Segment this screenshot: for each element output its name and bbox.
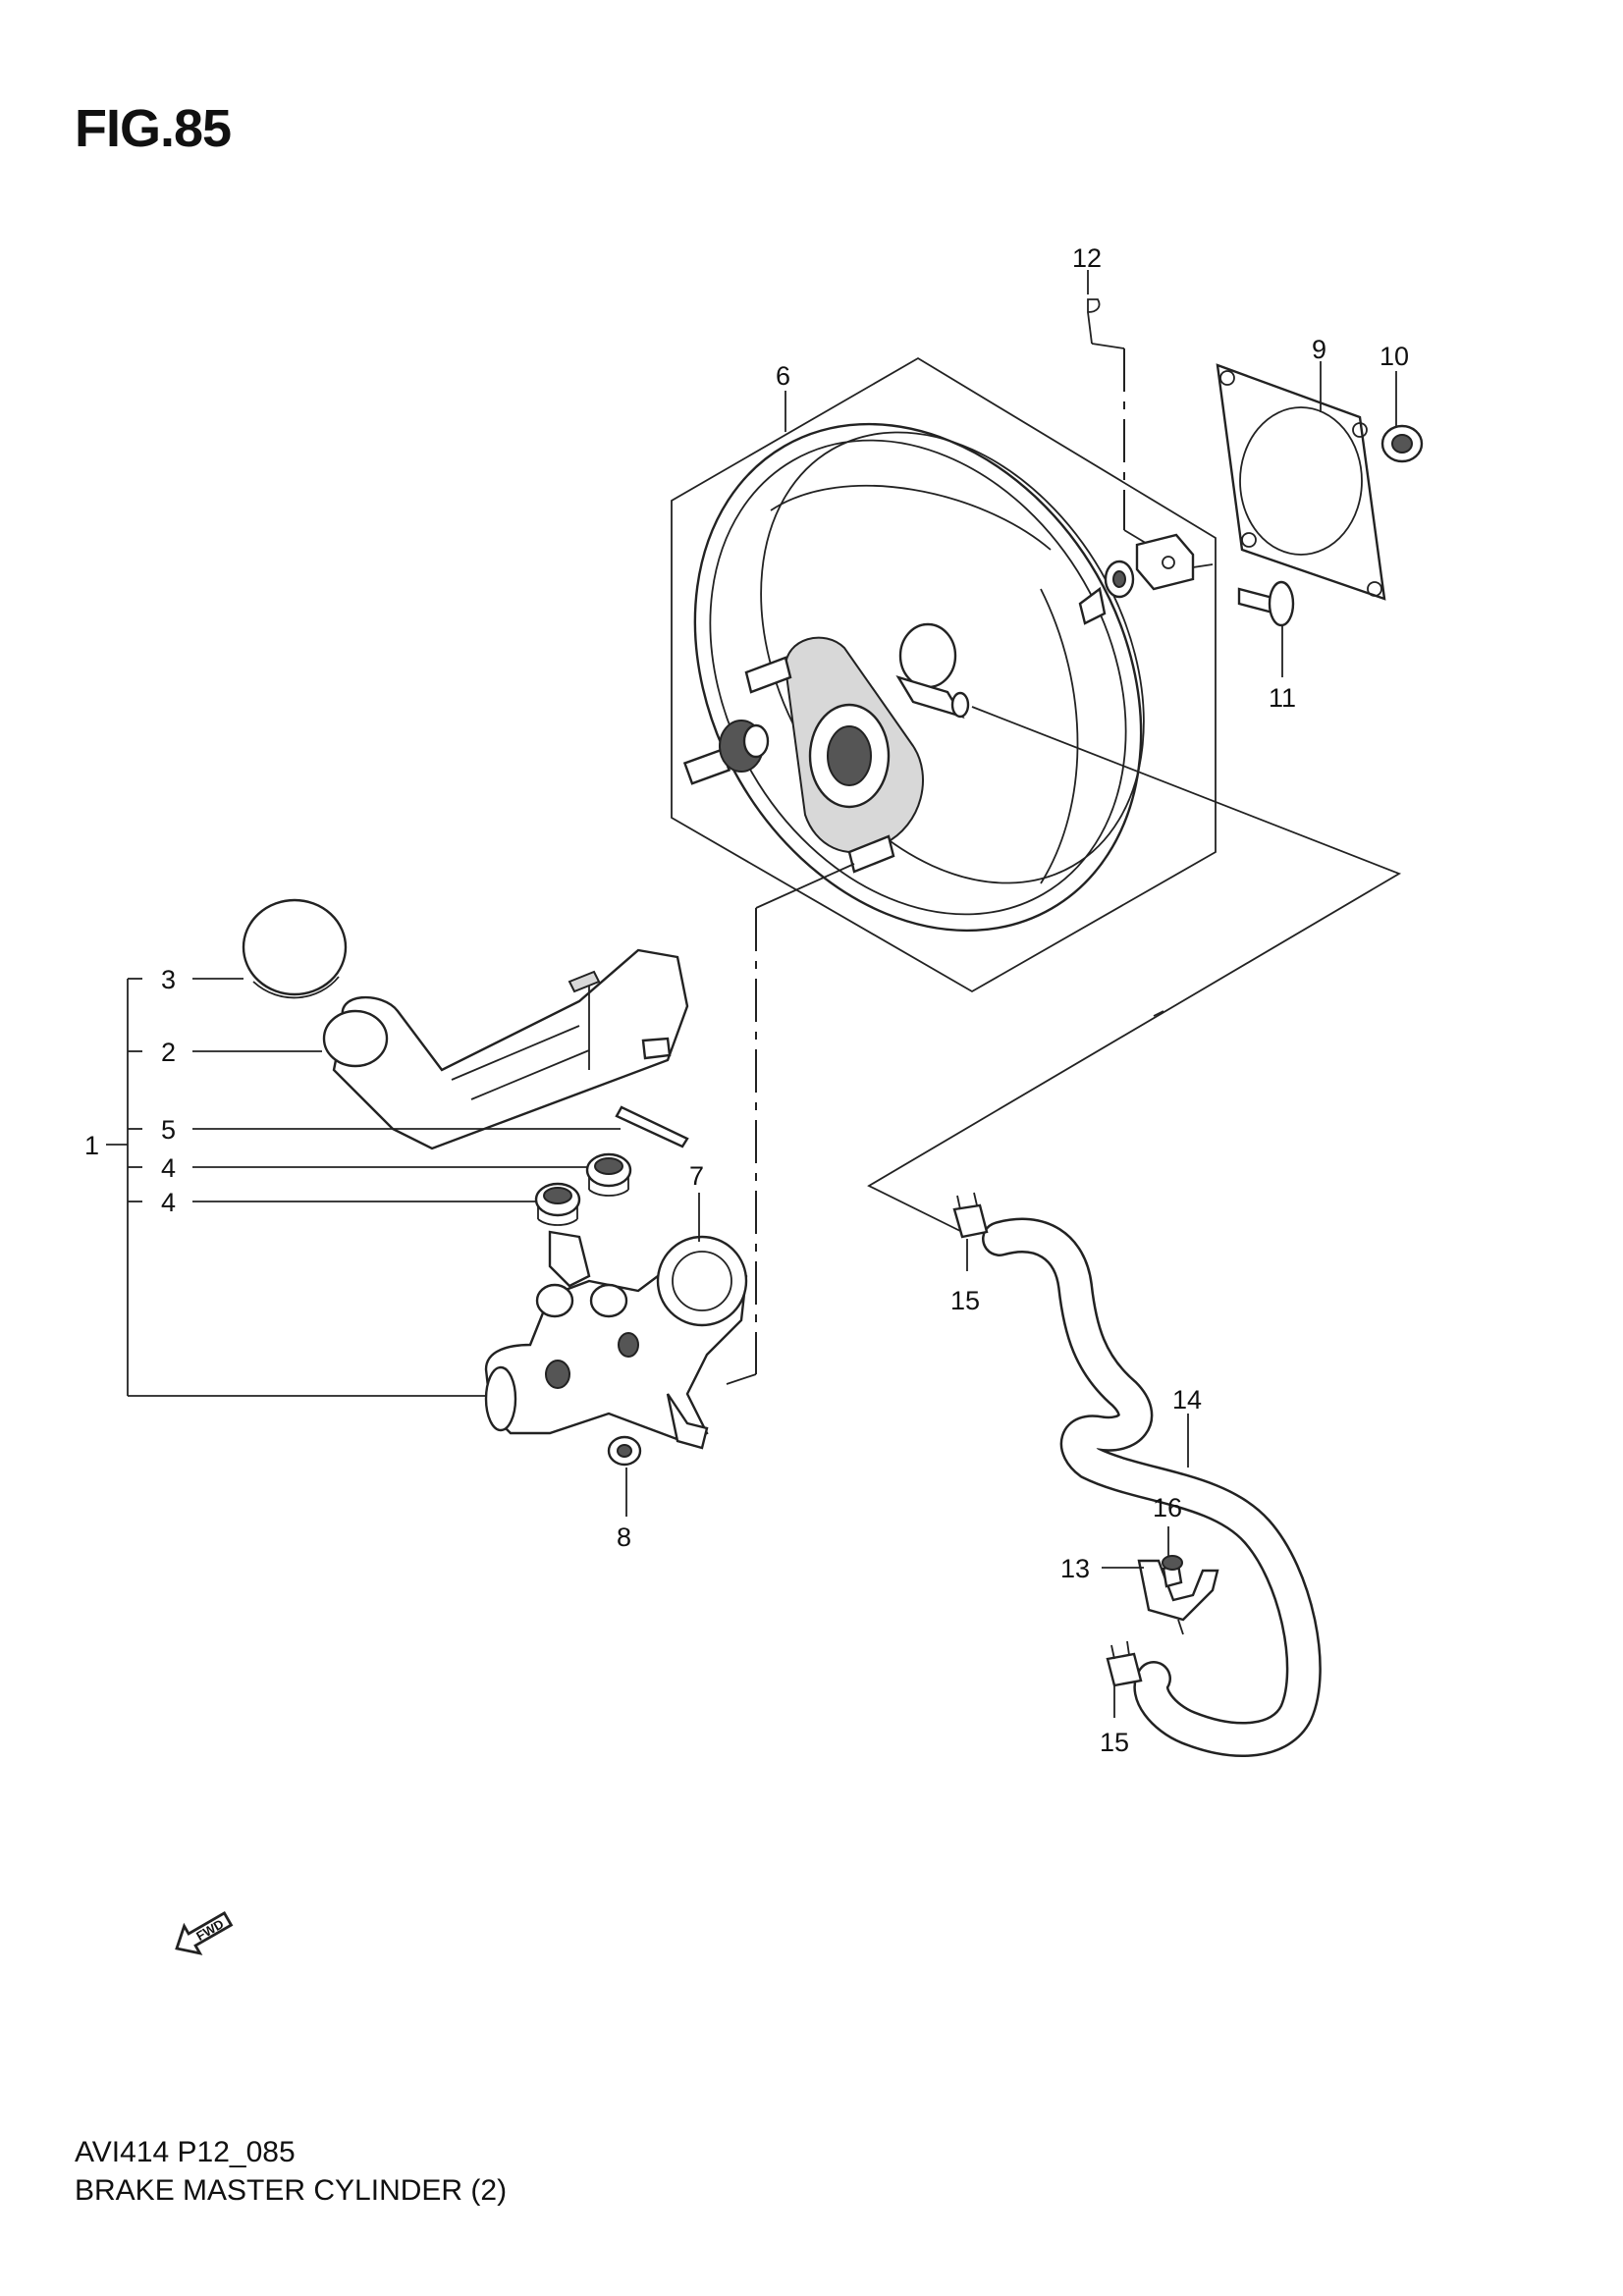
nut-part-8 — [607, 1435, 642, 1467]
callout-9: 9 — [1312, 335, 1326, 364]
callout-14: 14 — [1172, 1385, 1202, 1415]
figure-title: FIG.85 — [75, 99, 232, 158]
hose-clamp-upper — [952, 1192, 989, 1239]
reservoir-cap — [242, 898, 348, 999]
callout-3: 3 — [161, 965, 176, 994]
callout-labels: 1 2 3 5 4 4 6 7 8 9 10 11 12 13 14 15 15… — [84, 243, 1409, 1757]
callout-4-lower: 4 — [161, 1188, 176, 1217]
callout-2: 2 — [161, 1038, 176, 1067]
callout-12: 12 — [1072, 243, 1102, 273]
diagram-caption: BRAKE MASTER CYLINDER (2) — [75, 2174, 508, 2207]
callout-5: 5 — [161, 1115, 176, 1145]
part-12-pin — [1087, 298, 1150, 546]
booster-frame — [671, 356, 1217, 993]
forward-arrow-icon: FWD — [175, 1911, 234, 1955]
bolt-part-11 — [1237, 580, 1295, 627]
pin-part-5 — [615, 1105, 689, 1148]
callout-1: 1 — [84, 1131, 99, 1160]
callout-8: 8 — [617, 1522, 631, 1552]
brake-booster — [682, 422, 1145, 933]
gasket-part-9 — [1216, 363, 1386, 601]
callout-10: 10 — [1380, 342, 1409, 371]
callout-4-upper: 4 — [161, 1153, 176, 1183]
callout-15-upper: 15 — [950, 1286, 980, 1315]
callout-7: 7 — [689, 1161, 704, 1191]
callout-6: 6 — [776, 361, 790, 391]
nut-part-10 — [1380, 424, 1424, 463]
diagram-code: AVI414 P12_085 — [75, 2136, 296, 2168]
master-cylinder — [484, 1230, 748, 1450]
callout-15-lower: 15 — [1100, 1728, 1129, 1757]
grommet-lower — [534, 1182, 581, 1226]
callout-11: 11 — [1269, 683, 1296, 713]
callout-13: 13 — [1060, 1554, 1090, 1583]
leader-lines — [106, 270, 1397, 1718]
callout-16: 16 — [1153, 1493, 1182, 1522]
grommet-upper — [585, 1152, 632, 1197]
bracket-clevis — [1104, 533, 1214, 599]
vacuum-hose — [982, 1217, 1322, 1757]
hose-clamp-lower — [1106, 1640, 1143, 1687]
bolt-part-16 — [1162, 1555, 1183, 1588]
reservoir-tank — [322, 948, 689, 1150]
